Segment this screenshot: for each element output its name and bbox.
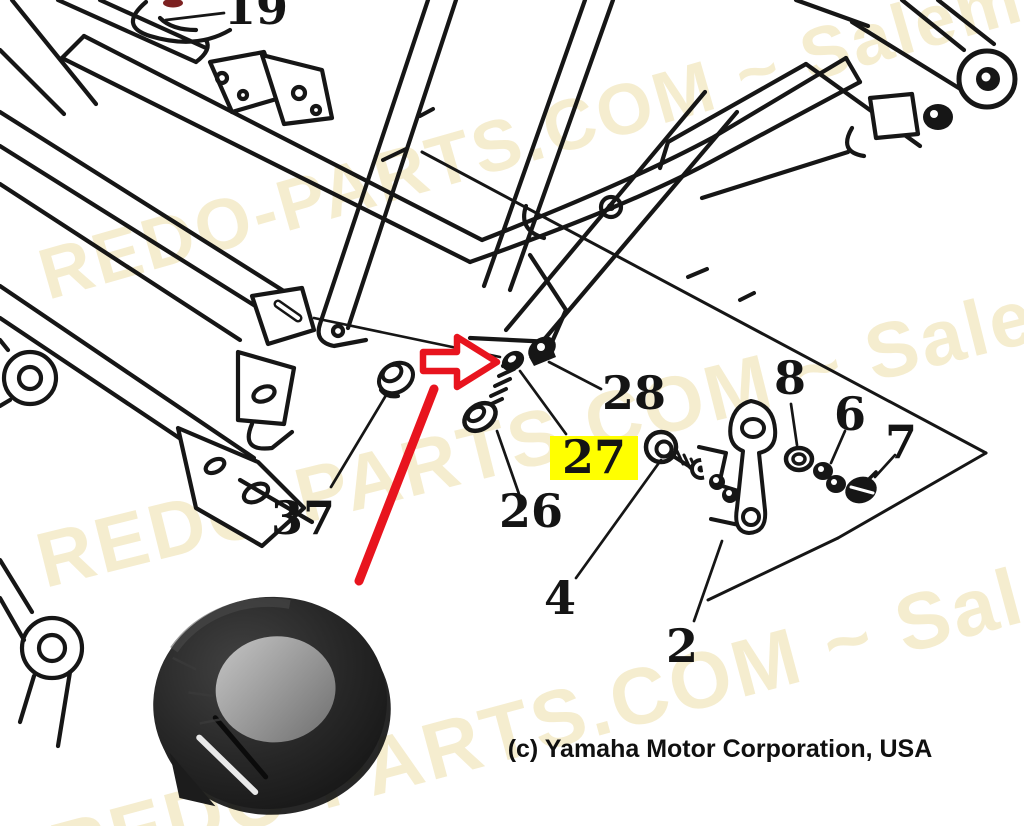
leader-28 xyxy=(547,360,603,391)
red-block-arrow xyxy=(419,333,501,391)
washer-split-gap xyxy=(196,734,259,796)
part-label-4: 4 xyxy=(544,571,576,625)
part-label-2: 2 xyxy=(666,619,698,673)
frame-line-art xyxy=(0,0,1018,749)
washer-split-tip xyxy=(169,752,216,807)
washer-split-step xyxy=(212,715,269,780)
leader-4 xyxy=(574,458,663,580)
lower-bracket-plate xyxy=(175,425,307,549)
leader-27 xyxy=(518,369,568,436)
part-label-27: 27 xyxy=(562,430,626,484)
part-label-19: 19 xyxy=(224,0,288,35)
bolt-26-spring xyxy=(485,358,518,408)
bottom-left-boss xyxy=(19,615,85,681)
part-label-6: 6 xyxy=(834,387,866,441)
copyright-text: (c) Yamaha Motor Corporation, USA xyxy=(508,735,933,763)
highlight-box-part-27 xyxy=(550,436,638,480)
part-label-26: 26 xyxy=(499,484,563,538)
part-label-7: 7 xyxy=(885,415,917,469)
red-pointer-line xyxy=(354,384,439,586)
leader-2 xyxy=(692,539,724,623)
engine-mount-plate xyxy=(249,285,317,347)
leader-26 xyxy=(495,429,521,496)
bracket-2-plate xyxy=(728,399,778,535)
pivot-washer xyxy=(923,104,953,130)
leader-lines xyxy=(164,11,897,623)
lock-washer-photo xyxy=(153,596,391,815)
exploded-parts xyxy=(377,336,878,535)
part-label-37: 37 xyxy=(271,491,335,545)
red-dot-artifact xyxy=(163,0,183,8)
red-arrow-annotation xyxy=(163,0,501,586)
leader-19 xyxy=(164,11,226,22)
left-cylinder xyxy=(1,349,59,407)
leader-8 xyxy=(789,402,799,447)
swingarm xyxy=(849,19,965,93)
leader-37 xyxy=(329,390,390,489)
fitting-under-19 xyxy=(130,0,233,44)
leader-6 xyxy=(829,429,847,465)
leader-7 xyxy=(873,453,897,479)
pivot-spacer-block xyxy=(867,91,921,141)
part-label-28: 28 xyxy=(602,366,666,420)
washer-8 xyxy=(783,445,815,473)
part-label-8: 8 xyxy=(774,351,806,405)
